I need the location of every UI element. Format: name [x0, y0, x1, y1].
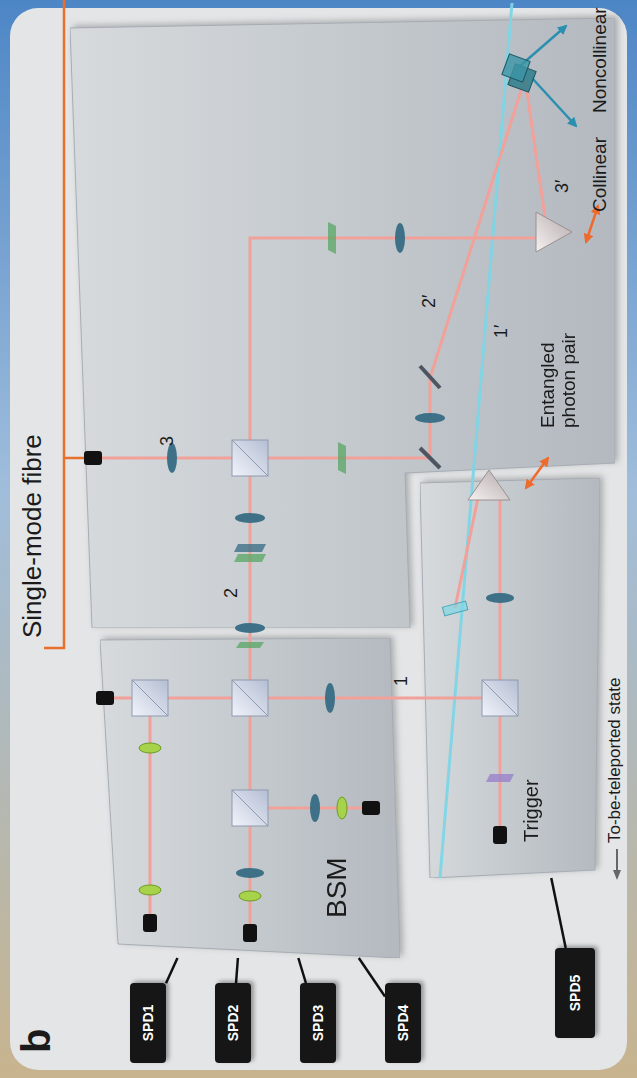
panel-label: Entangled photon pair	[538, 298, 580, 428]
panel-label: BSM	[322, 857, 353, 918]
part-label: To-be-teleported state	[606, 678, 625, 843]
fibre-cable	[551, 878, 565, 948]
state-arrow	[616, 849, 618, 878]
detector-label: SPD5	[567, 975, 583, 1012]
panel-shape	[420, 478, 600, 878]
panel-outline	[420, 478, 600, 878]
detector-box: SPD2	[215, 983, 251, 1063]
panel-letter: b	[14, 1029, 58, 1053]
panel-label: Trigger	[520, 779, 542, 842]
panel-outline	[70, 18, 615, 628]
fibre-cable	[236, 958, 238, 983]
part-label: 2	[222, 588, 242, 598]
panel-shape	[100, 638, 400, 958]
detector-label: SPD2	[225, 1005, 241, 1042]
panel-shape	[70, 18, 615, 628]
part-label: Single-mode fibre	[18, 434, 47, 638]
detector-box: SPD1	[130, 983, 166, 1063]
detector-label: SPD3	[310, 1005, 326, 1042]
fibre-cable	[359, 958, 385, 997]
detector-box: SPD3	[300, 983, 336, 1063]
panel-outline	[100, 638, 400, 958]
optics-panel: Trigger	[420, 478, 600, 878]
fibre-cable	[298, 958, 306, 983]
part-label: 3	[158, 436, 178, 446]
detector-box: SPD4	[385, 983, 421, 1063]
part-label: 3′	[553, 180, 573, 193]
detector-label: SPD1	[140, 1005, 156, 1042]
part-label: 2′	[420, 295, 440, 308]
fibre-cable	[166, 958, 177, 983]
main-panel	[10, 8, 627, 1070]
part-label: Collinear	[590, 137, 611, 212]
detector-label: SPD4	[395, 1005, 411, 1042]
detector-box: SPD5	[555, 948, 595, 1038]
optics-panel: Entangled photon pair	[70, 18, 615, 628]
part-label: Noncollinear	[590, 7, 611, 113]
part-label: 1′	[492, 325, 512, 338]
part-label: 1	[392, 676, 412, 686]
optics-panel: BSM	[100, 638, 400, 958]
